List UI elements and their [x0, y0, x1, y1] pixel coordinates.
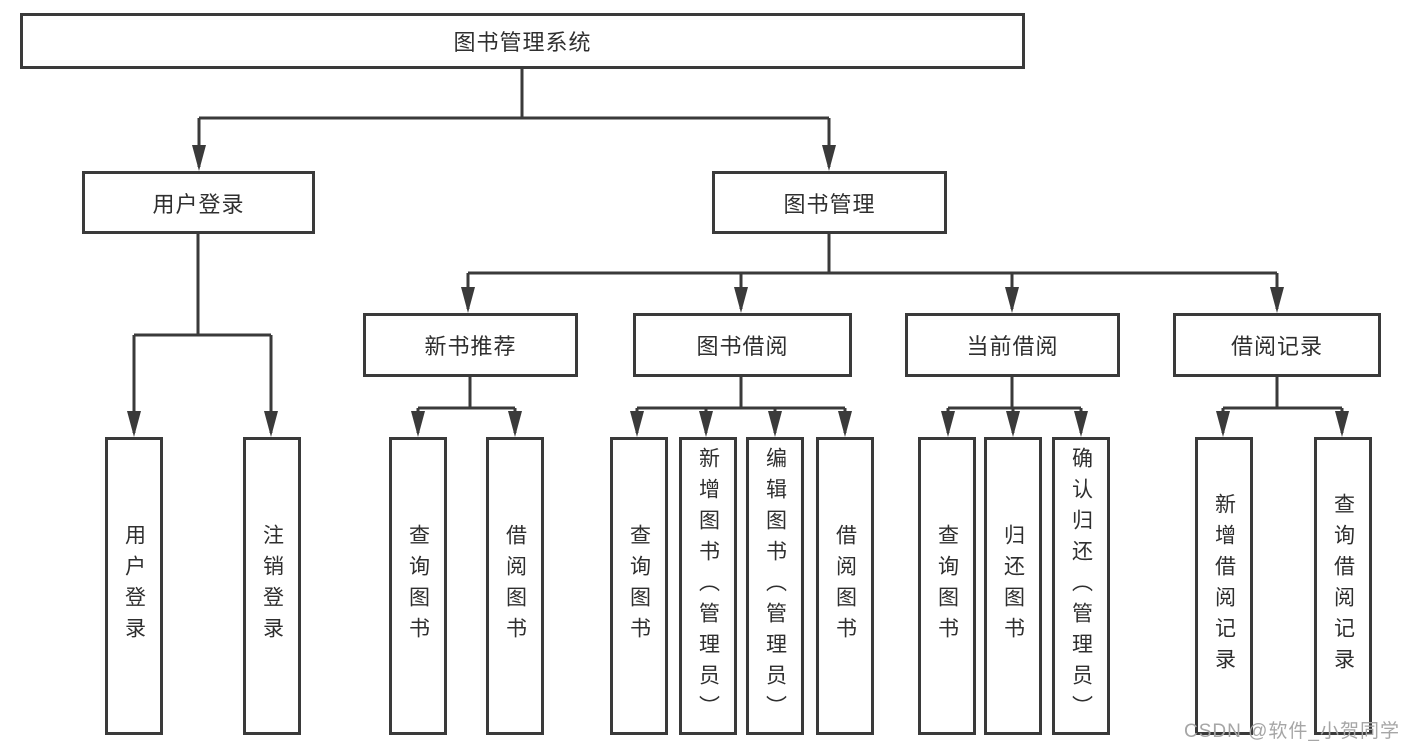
leaf-add-borrow-record: 新增借阅记录 [1195, 437, 1253, 735]
leaf-query-books-newbook: 查询图书 [389, 437, 447, 735]
node-library-system: 图书管理系统 [20, 13, 1025, 69]
leaf-confirm-return-admin: 确认归还（管理员） [1052, 437, 1110, 735]
node-current-borrowing: 当前借阅 [905, 313, 1120, 377]
leaf-borrow-books-borrowing: 借阅图书 [816, 437, 874, 735]
node-borrowing-records: 借阅记录 [1173, 313, 1381, 377]
leaf-edit-book-admin: 编辑图书（管理员） [746, 437, 804, 735]
node-user-login: 用户登录 [82, 171, 315, 234]
node-new-book-recommend: 新书推荐 [363, 313, 578, 377]
leaf-query-books-borrowing: 查询图书 [610, 437, 668, 735]
leaf-borrow-books-newbook: 借阅图书 [486, 437, 544, 735]
leaf-query-books-current: 查询图书 [918, 437, 976, 735]
leaf-return-book: 归还图书 [984, 437, 1042, 735]
node-book-management: 图书管理 [712, 171, 947, 234]
node-book-borrowing: 图书借阅 [633, 313, 852, 377]
leaf-logout: 注销登录 [243, 437, 301, 735]
leaf-add-book-admin: 新增图书（管理员） [679, 437, 737, 735]
leaf-query-borrow-record: 查询借阅记录 [1314, 437, 1372, 735]
leaf-user-login: 用户登录 [105, 437, 163, 735]
